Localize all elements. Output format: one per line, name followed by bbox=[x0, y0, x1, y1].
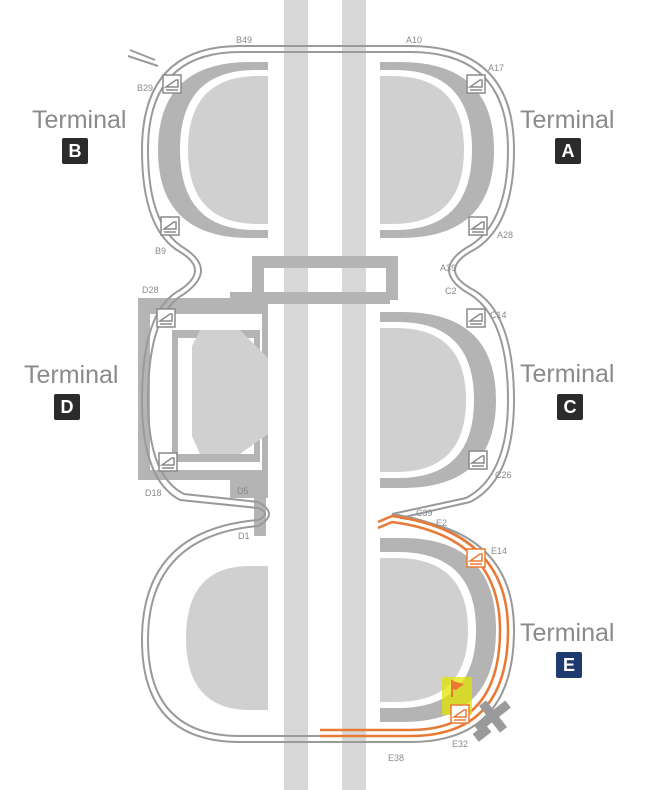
skylink-station-icon bbox=[466, 74, 486, 94]
connector-bridges bbox=[230, 256, 398, 304]
skylink-station-icon bbox=[158, 452, 178, 472]
gate-label: A28 bbox=[497, 230, 513, 240]
terminal-a-label: Terminal bbox=[520, 106, 615, 134]
highway-right bbox=[342, 0, 366, 790]
gate-label: B9 bbox=[155, 246, 166, 256]
terminal-d-building bbox=[138, 298, 268, 536]
gate-label: D5 bbox=[237, 486, 249, 496]
gate-label: A10 bbox=[406, 35, 422, 45]
skylink-train-track bbox=[127, 45, 516, 743]
skylink-station-icon bbox=[468, 450, 488, 470]
skylink-station-icon bbox=[450, 704, 470, 724]
skylink-station-icon bbox=[160, 216, 180, 236]
skylink-station-icon bbox=[156, 308, 176, 328]
terminal-e-building bbox=[186, 538, 496, 722]
terminal-a-badge: A bbox=[555, 138, 581, 164]
gate-label: D18 bbox=[145, 488, 162, 498]
gate-label: E2 bbox=[436, 518, 447, 528]
terminal-e-label: Terminal bbox=[520, 619, 615, 647]
terminal-c-label: Terminal bbox=[520, 360, 615, 388]
terminal-d-label: Terminal bbox=[24, 361, 119, 389]
gate-label: D28 bbox=[142, 285, 159, 295]
gate-label: A39 bbox=[440, 263, 456, 273]
skylink-station-icon bbox=[466, 548, 486, 568]
skylink-station-icon bbox=[466, 308, 486, 328]
gate-label: C14 bbox=[490, 310, 507, 320]
airplane-icon bbox=[472, 700, 511, 742]
destination-flag-icon bbox=[451, 680, 464, 697]
gate-label: C26 bbox=[495, 470, 512, 480]
skylink-station-icon bbox=[162, 74, 182, 94]
gate-label: E32 bbox=[452, 739, 468, 749]
gate-label: C39 bbox=[416, 508, 433, 518]
terminal-d-badge: D bbox=[54, 394, 80, 420]
gate-label: E14 bbox=[491, 546, 507, 556]
terminal-c-building bbox=[380, 312, 496, 488]
gate-label: C2 bbox=[445, 286, 457, 296]
gate-label: A17 bbox=[488, 63, 504, 73]
skylink-station-icon bbox=[468, 216, 488, 236]
gate-label: E38 bbox=[388, 753, 404, 763]
terminal-b-badge: B bbox=[62, 138, 88, 164]
terminal-ab-building bbox=[158, 62, 494, 238]
highway-left bbox=[284, 0, 308, 790]
terminal-e-badge: E bbox=[556, 652, 582, 678]
gate-label: B49 bbox=[236, 35, 252, 45]
terminal-b-label: Terminal bbox=[32, 106, 127, 134]
gate-label: D1 bbox=[238, 531, 250, 541]
gate-label: B29 bbox=[137, 83, 153, 93]
terminal-c-badge: C bbox=[557, 394, 583, 420]
